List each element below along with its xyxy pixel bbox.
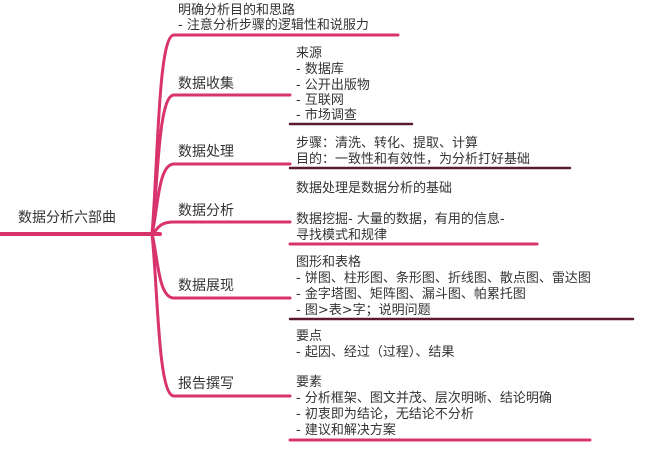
branch-process-connector [150,162,292,236]
branch-analyze-label: 数据分析 [178,203,234,219]
branch-collect-label: 数据收集 [178,76,234,92]
branch-analyze-connector [150,220,292,236]
branch-report-line: 要点 [296,329,323,344]
branch-analyze-line: 数据挖掘- 大量的数据，有用的信息- [296,212,505,227]
branch-report-line: - 建议和解决方案 [296,423,396,438]
branch-analyze-line: 数据处理是数据分析的基础 [296,181,453,196]
branch-collect-connector [150,93,292,236]
branch-analyze-line: 寻找模式和规律 [296,228,388,243]
branch-collect-line: - 市场调查 [296,108,357,123]
branch-collect-line: - 数据库 [296,62,344,77]
branch-present-line: - 图>表>字；说明问题 [296,303,431,318]
branch-process-line: 步骤：清洗、转化、提取、计算 [296,136,479,151]
branch-report-line: - 起因、经过（过程）、结果 [296,345,455,360]
branch-present-line: - 金字塔图、矩阵图、漏斗图、帕累托图 [296,287,526,302]
branch-report-connector [150,232,292,398]
branch-present-label: 数据展现 [178,278,234,294]
branch-report-label: 报告撰写 [178,376,234,392]
branch-report-line: 要素 [296,375,323,390]
branch-present-line: - 饼图、柱形图、条形图、折线图、散点图、雷达图 [296,271,591,286]
branch-process-line: 目的：一致性和有效性，为分析打好基础 [296,152,531,167]
branch-process-label: 数据处理 [178,144,234,160]
branch-report-line: - 分析框架、图文并茂、层次明晰、结论明确 [296,391,552,406]
branch-present-line: 图形和表格 [296,255,362,270]
branch-collect-line: - 公开出版物 [296,78,370,93]
root-node-label: 数据分析六部曲 [18,210,116,226]
branch-goal-label: 明确分析目的和思路 [178,3,296,18]
branch-report-line: - 初衷即为结论，无结论不分析 [296,407,474,422]
branch-collect-line: - 互联网 [296,93,344,108]
branch-collect-line: 来源 [296,46,323,61]
branch-goal-detail: - 注意分析步骤的逻辑性和说服力 [178,18,369,33]
